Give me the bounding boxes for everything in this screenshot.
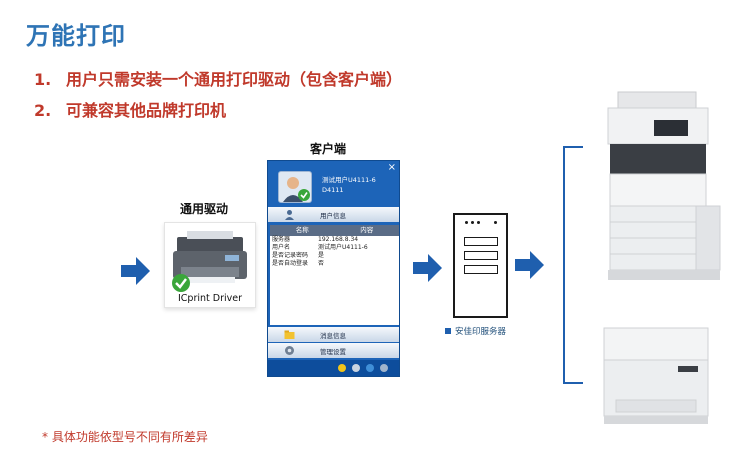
table-row: 用户名 测试用户U4111-6 (270, 244, 399, 252)
server-label: 安佳印服务器 (445, 325, 506, 337)
column-header: 内容 (335, 225, 400, 236)
driver-name: ICprint Driver (178, 293, 242, 304)
tab-user-info[interactable]: 用户信息 (268, 207, 400, 222)
bullet-item: 2.可兼容其他品牌打印机 (34, 97, 226, 121)
bullet-number: 2. (34, 101, 66, 120)
table-header: 名称 内容 (270, 225, 399, 236)
server-icon (453, 213, 508, 318)
client-footer (268, 360, 400, 376)
avatar (278, 171, 312, 203)
user-info-icon (284, 209, 295, 220)
bullet-square-icon (445, 328, 451, 334)
flow-arrow-icon (515, 250, 545, 280)
table-cell: 否 (318, 260, 324, 268)
check-icon (171, 273, 191, 293)
gear-icon (284, 345, 295, 356)
tab-label: 管理设置 (320, 346, 346, 356)
bullet-number: 1. (34, 70, 66, 89)
table-cell: 是否记录密码 (270, 252, 318, 260)
tab-settings[interactable]: 管理设置 (268, 343, 400, 358)
flow-arrow-icon (121, 256, 151, 286)
slide-title: 万能打印 (26, 16, 126, 51)
table-row: 是否自动登录 否 (270, 260, 399, 268)
laser-printer-icon (596, 320, 716, 450)
close-icon[interactable]: × (388, 162, 396, 173)
folder-icon (284, 329, 295, 340)
table-cell: 是否自动登录 (270, 260, 318, 268)
globe-icon[interactable] (366, 364, 374, 372)
table-cell: 测试用户U4111-6 (318, 244, 368, 252)
info-table: 名称 内容 服务器 192.168.8.34 用户名 测试用户U4111-6 是… (270, 225, 399, 325)
table-row: 服务器 192.168.8.34 (270, 236, 399, 244)
column-header: 名称 (270, 225, 335, 236)
settings-icon[interactable] (352, 364, 360, 372)
driver-label: 通用驱动 (180, 200, 228, 217)
bullet-item: 1.用户只需安装一个通用打印驱动（包含客户端） (34, 66, 402, 90)
table-cell: 用户名 (270, 244, 318, 252)
mfp-printer-icon (580, 78, 738, 298)
user-name: 测试用户U4111-6 D4111 (322, 175, 376, 195)
bullet-text: 可兼容其他品牌打印机 (66, 101, 226, 120)
table-cell: 是 (318, 252, 324, 260)
info-icon[interactable] (380, 364, 388, 372)
bullet-text: 用户只需安装一个通用打印驱动（包含客户端） (66, 70, 402, 89)
tab-message[interactable]: 消息信息 (268, 327, 400, 342)
run-icon[interactable] (338, 364, 346, 372)
flow-arrow-icon (413, 253, 443, 283)
tab-label: 用户信息 (320, 210, 346, 220)
table-cell: 服务器 (270, 236, 318, 244)
table-row: 是否记录密码 是 (270, 252, 399, 260)
client-window: × 测试用户U4111-6 D4111 用户信息 名称 内容 服务器 192.1… (267, 160, 400, 377)
client-label: 客户端 (310, 140, 346, 157)
table-cell: 192.168.8.34 (318, 236, 358, 244)
tab-label: 消息信息 (320, 330, 346, 340)
user-icon (279, 172, 311, 202)
footnote: * 具体功能依型号不同有所差异 (42, 428, 208, 445)
